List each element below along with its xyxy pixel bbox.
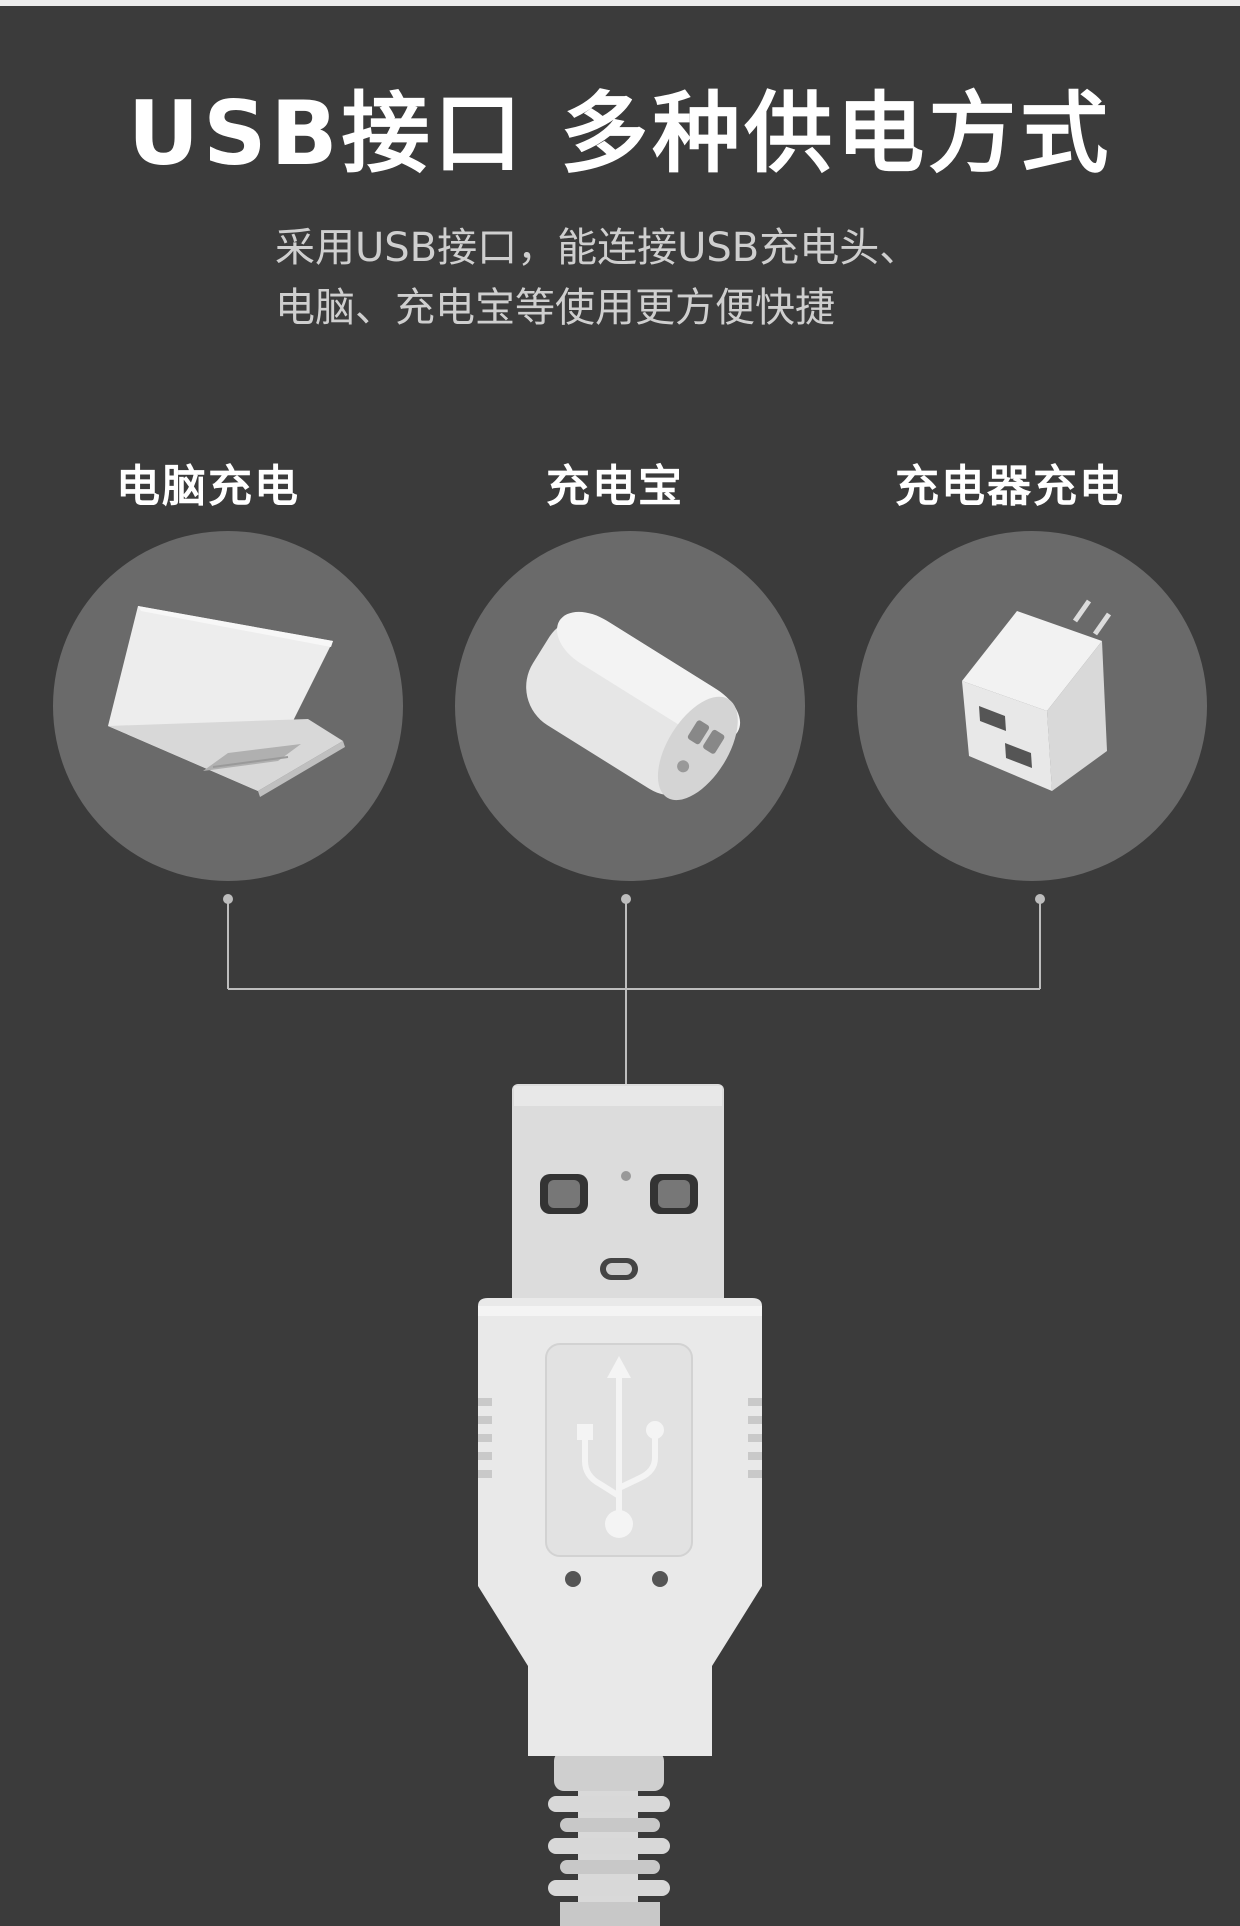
feature-description: 采用USB接口，能连接USB充电头、 电脑、充电宝等使用更方便快捷 (275, 218, 919, 338)
laptop-icon (108, 606, 345, 797)
wall-charger-icon (962, 599, 1112, 791)
laptop-circle (53, 531, 403, 881)
power-bank-circle (455, 531, 805, 881)
label-power-bank: 充电宝 (546, 461, 684, 512)
feature-description-line-1: 采用USB接口，能连接USB充电头、 (275, 225, 920, 271)
wall-charger-circle (857, 531, 1207, 881)
label-laptop-charging: 电脑充电 (116, 461, 300, 512)
usb-plug (478, 1084, 762, 1926)
usb-trident-icon (582, 1368, 658, 1519)
power-bank-icon (526, 611, 741, 801)
label-charger: 充电器充电 (895, 461, 1125, 512)
feature-description-line-2: 电脑、充电宝等使用更方便快捷 (275, 285, 835, 331)
page-title: USB接口 多种供电方式 (127, 82, 1113, 185)
